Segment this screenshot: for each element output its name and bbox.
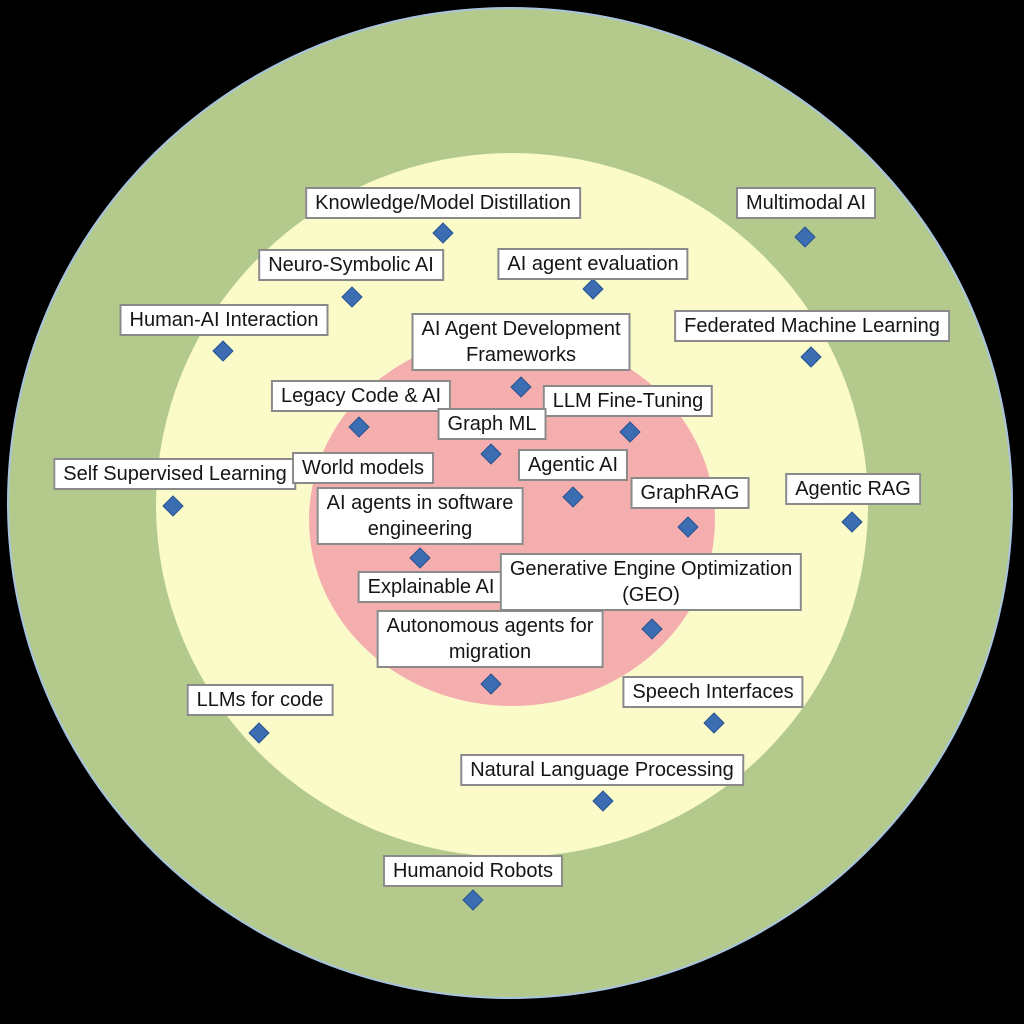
topic-label: Agentic RAG [785,473,921,505]
topic-label: Graph ML [437,408,547,440]
topic-label: Human-AI Interaction [119,304,329,336]
topic-label: Legacy Code & AI [270,380,452,412]
topic-label: Self Supervised Learning [53,458,297,490]
topic-label: Federated Machine Learning [674,310,950,342]
topic-label: World models [292,452,434,484]
topic-label: Neuro-Symbolic AI [258,249,444,281]
topic-label: Multimodal AI [735,187,877,219]
topic-label: LLMs for code [186,684,334,716]
topic-label: Speech Interfaces [622,676,804,708]
topic-label: Agentic AI [517,449,629,481]
topic-label: LLM Fine-Tuning [542,385,714,417]
topic-label: Explainable AI [357,571,505,603]
topic-label: Humanoid Robots [382,855,564,887]
topic-label: Natural Language Processing [460,754,744,786]
topic-label: GraphRAG [630,477,750,509]
topic-label: AI agent evaluation [497,248,689,280]
topic-label: Generative Engine Optimization(GEO) [499,553,803,611]
topic-label: Knowledge/Model Distillation [305,187,581,219]
